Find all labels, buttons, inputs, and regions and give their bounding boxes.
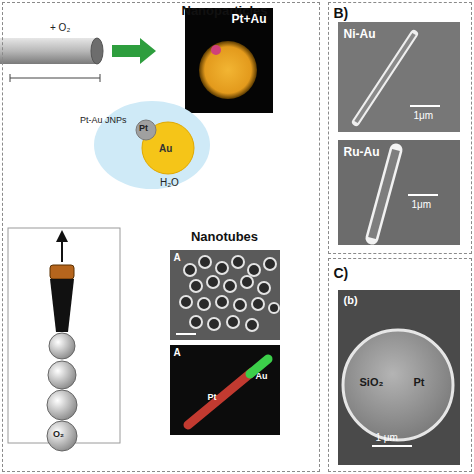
tube-end bbox=[91, 38, 103, 64]
sem-image bbox=[338, 140, 460, 245]
water-halo bbox=[94, 101, 210, 189]
pt-spot bbox=[211, 45, 221, 55]
bubble bbox=[47, 390, 77, 420]
sem-inset: Ni-Au 1μm bbox=[338, 22, 460, 132]
scale-label: 1μm bbox=[412, 199, 432, 210]
sem-image bbox=[338, 22, 460, 132]
tube-body bbox=[0, 38, 96, 64]
annotation-label: + O₂ bbox=[50, 22, 70, 33]
sem-inset: (b) SiO₂ Pt 1 μm bbox=[338, 290, 460, 465]
sem-image bbox=[170, 250, 280, 340]
pt-cap bbox=[136, 120, 156, 140]
sem-inset: Ru-Au 1μm bbox=[338, 140, 460, 245]
scale-line bbox=[10, 78, 100, 79]
panel: B)Ni-Au1μmRu-Au1μm bbox=[328, 2, 472, 254]
sem-image bbox=[338, 290, 460, 465]
sem-inset: A bbox=[170, 250, 280, 340]
bubble-frame bbox=[8, 228, 120, 443]
fluorescence-inset: A AuPt bbox=[170, 345, 280, 435]
annotation-label: Au bbox=[159, 143, 172, 154]
panel-letter: B) bbox=[334, 6, 349, 21]
image-label: Ru-Au bbox=[344, 146, 380, 159]
material-label: SiO₂ bbox=[360, 376, 384, 388]
scale-label: 1μm bbox=[414, 110, 434, 121]
panel: NanoparticlesNanotubesPt+AuAAAuPt bbox=[2, 2, 320, 472]
eds-image bbox=[185, 8, 273, 113]
scale-bar bbox=[372, 445, 412, 447]
scale-bar bbox=[408, 194, 438, 196]
annotation-label: Pt-Au JNPs bbox=[80, 116, 127, 126]
fluorescence-image bbox=[170, 345, 280, 435]
eds-inset: Pt+Au bbox=[185, 8, 273, 113]
scale-bar bbox=[176, 333, 196, 335]
panel-letter: C) bbox=[334, 266, 349, 281]
panel-letter: A bbox=[174, 252, 181, 263]
panel-letter: (b) bbox=[344, 294, 358, 306]
green-arrow bbox=[112, 38, 156, 64]
tube-openings bbox=[180, 256, 279, 331]
bubble bbox=[47, 421, 77, 451]
nanowire-core bbox=[356, 34, 414, 122]
panel: C) (b) SiO₂ Pt 1 μm bbox=[328, 258, 472, 472]
janus-sphere bbox=[343, 330, 453, 440]
pt-segment bbox=[188, 372, 252, 425]
section-heading: Nanotubes bbox=[165, 230, 285, 244]
scale-bar bbox=[410, 105, 440, 107]
bubble bbox=[48, 361, 76, 389]
image-label: Ni-Au bbox=[344, 28, 376, 41]
segment-label: Pt bbox=[208, 393, 217, 403]
motion-arrow bbox=[61, 236, 63, 262]
image-label: Pt+Au bbox=[232, 13, 267, 26]
nanowire bbox=[372, 150, 396, 238]
jet-body bbox=[50, 279, 74, 332]
annotation-label: Pt bbox=[139, 124, 148, 134]
annotation-label: H₂O bbox=[160, 177, 179, 188]
panel-letter: A bbox=[174, 347, 181, 358]
au-particle bbox=[199, 41, 257, 99]
material-label: Pt bbox=[414, 376, 425, 388]
segment-label: Au bbox=[256, 372, 268, 382]
scale-label: 1 μm bbox=[376, 432, 398, 443]
scale-tick bbox=[100, 74, 101, 82]
scale-tick bbox=[10, 74, 11, 82]
nanowire bbox=[356, 34, 414, 122]
collar bbox=[50, 265, 74, 279]
bubble bbox=[49, 333, 75, 359]
annotation-label: O₂ bbox=[53, 430, 64, 440]
nanowire-core bbox=[372, 150, 396, 238]
